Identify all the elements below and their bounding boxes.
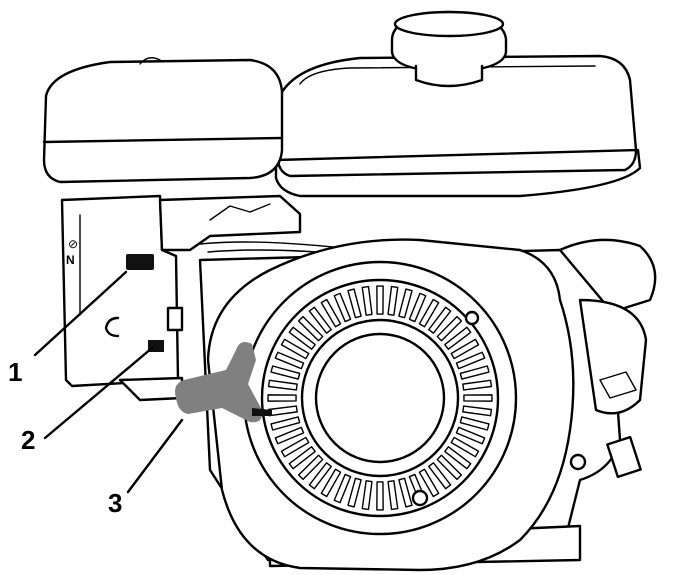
vent-slot bbox=[288, 326, 316, 350]
vent-slot bbox=[347, 477, 362, 508]
callout-3-label: 3 bbox=[108, 488, 122, 518]
vent-slot bbox=[387, 285, 399, 316]
vent-slot bbox=[267, 379, 298, 391]
vent-slot bbox=[459, 365, 490, 380]
vent-slot bbox=[444, 446, 472, 470]
vent-slot bbox=[450, 338, 480, 360]
vent-slot bbox=[450, 436, 480, 458]
switch-mark-choke: ⊘ bbox=[68, 237, 78, 251]
vent-slot bbox=[387, 480, 399, 511]
fuel-cap bbox=[390, 10, 508, 88]
callout-leaders bbox=[33, 270, 184, 494]
vent-slot bbox=[455, 351, 486, 370]
vent-slot bbox=[270, 416, 301, 431]
vent-slot bbox=[462, 379, 493, 391]
vent-slot bbox=[274, 351, 305, 370]
vent-slot bbox=[418, 468, 440, 498]
vent-slot bbox=[463, 394, 493, 402]
vent-slot bbox=[398, 477, 413, 508]
recoil-starter-housing bbox=[206, 238, 575, 572]
vent-slot bbox=[376, 481, 384, 511]
vent-slot bbox=[347, 288, 362, 319]
vent-slot bbox=[361, 285, 373, 316]
vent-slot bbox=[462, 405, 493, 417]
vent-slot bbox=[267, 394, 297, 402]
vent-slot bbox=[320, 298, 342, 328]
callout-1-label: 1 bbox=[8, 357, 22, 387]
vent-slot bbox=[280, 338, 310, 360]
switch-mark-n: N bbox=[66, 253, 75, 267]
vent-slot bbox=[270, 365, 301, 380]
vent-slot bbox=[459, 416, 490, 431]
vent-slot bbox=[428, 306, 452, 334]
vent-slot bbox=[297, 454, 324, 481]
vent-slot bbox=[361, 480, 373, 511]
vent-slot bbox=[436, 454, 463, 481]
recoil-vent-slots bbox=[267, 285, 493, 511]
vent-slot bbox=[398, 288, 413, 319]
fuel-tank bbox=[274, 54, 642, 198]
vent-slot bbox=[436, 315, 463, 342]
vent-slot bbox=[376, 285, 384, 315]
vent-slot bbox=[288, 446, 316, 470]
vent-slot bbox=[320, 468, 342, 498]
recoil-handle bbox=[175, 342, 272, 423]
vent-slot bbox=[455, 426, 486, 445]
vent-slot bbox=[333, 473, 352, 504]
air-cleaner bbox=[42, 57, 284, 184]
vent-slot bbox=[418, 298, 440, 328]
callout-2-label: 2 bbox=[21, 425, 35, 455]
vent-slot bbox=[428, 462, 452, 490]
vent-slot bbox=[408, 292, 427, 323]
vent-slot bbox=[280, 436, 310, 458]
vent-slot bbox=[308, 306, 332, 334]
vent-slot bbox=[333, 292, 352, 323]
vent-slot bbox=[444, 326, 472, 350]
vent-slot bbox=[267, 405, 298, 417]
vent-slot bbox=[274, 426, 305, 445]
vent-slot bbox=[297, 315, 324, 342]
vent-slot bbox=[308, 462, 332, 490]
